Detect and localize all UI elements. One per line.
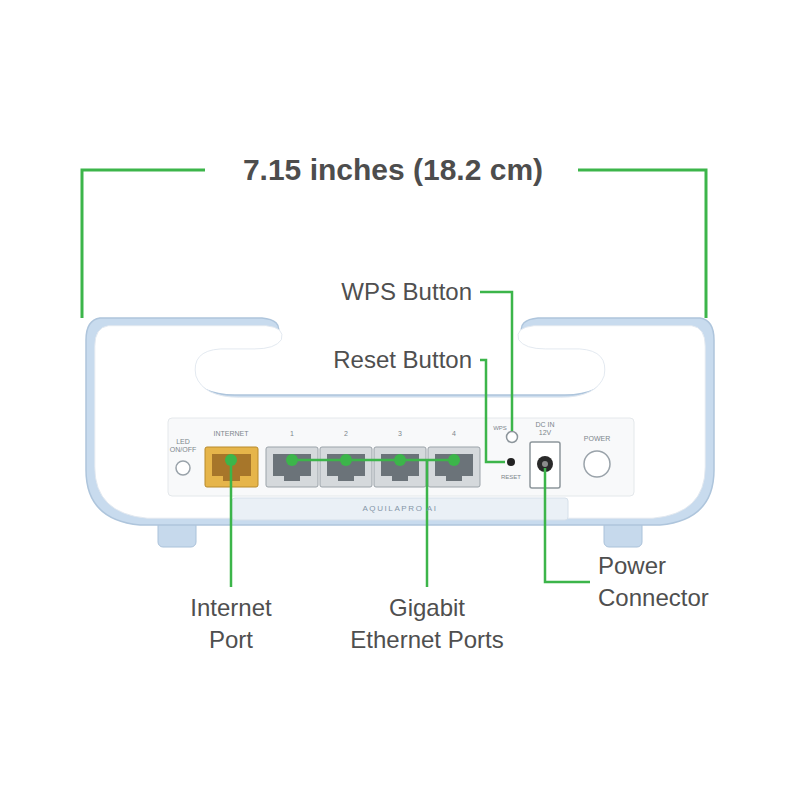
router-housing — [86, 318, 714, 525]
ethernet-port — [320, 447, 372, 487]
dc-jack-pin — [542, 461, 548, 467]
ethernet-port — [374, 447, 426, 487]
reset-hole — [507, 458, 515, 466]
callout-label: Internet Port — [171, 592, 291, 657]
dimension-bracket — [578, 170, 706, 318]
port-number: 2 — [344, 430, 348, 438]
port-panel — [168, 418, 634, 496]
power-button — [584, 451, 610, 477]
brand-marking: AQUILAPRO AI — [362, 505, 437, 514]
callout-label: Reset Button — [333, 344, 472, 376]
port-opening — [327, 454, 365, 481]
callout-label: Power Connector — [598, 550, 728, 615]
port-opening — [435, 454, 473, 481]
leader-line — [545, 468, 590, 582]
callout-dot — [340, 454, 352, 466]
port-number: 3 — [398, 430, 402, 438]
base-strip — [232, 498, 568, 520]
leader-line — [230, 460, 233, 587]
leader-line — [292, 459, 454, 462]
ethernet-port — [266, 447, 318, 487]
callout-dot — [286, 454, 298, 466]
panel-marking: LED ON/OFF — [168, 438, 198, 453]
ethernet-port — [428, 447, 480, 487]
callout-dot — [448, 454, 460, 466]
leader-line — [480, 360, 505, 462]
callout-dot — [394, 454, 406, 466]
callout-label: Gigabit Ethernet Ports — [342, 592, 512, 657]
wps-button — [507, 432, 518, 443]
panel-marking: INTERNET — [214, 430, 249, 438]
panel-marking: RESET — [501, 474, 521, 481]
callout-dot — [225, 454, 237, 466]
port-number: 1 — [290, 430, 294, 438]
dimension-bracket — [82, 170, 205, 318]
port-opening — [273, 454, 311, 481]
panel-marking: POWER — [584, 435, 610, 443]
port-number: 4 — [452, 430, 456, 438]
panel-marking: WPS — [493, 425, 507, 432]
panel-marking: DC IN 12V — [533, 421, 557, 436]
port-opening — [381, 454, 419, 481]
dimension-label: 7.15 inches (18.2 cm) — [243, 152, 543, 188]
router-face — [95, 326, 705, 519]
led-button — [176, 461, 190, 475]
callout-label: WPS Button — [341, 276, 472, 308]
leader-line — [426, 460, 429, 587]
